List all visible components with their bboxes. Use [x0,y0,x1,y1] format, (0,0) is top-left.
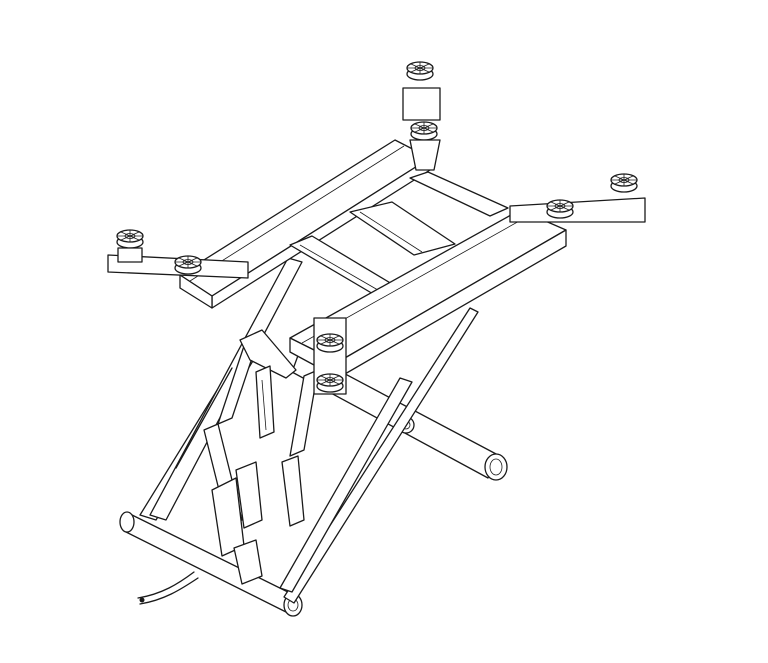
lift-pad-front-left-lower [316,373,344,393]
lift-arm-rear-right [402,61,441,171]
lift-arm-front-left [313,317,347,395]
lift-pad-front-right-inner [546,199,574,219]
cross-members [289,171,509,299]
lift-pad-front-right [610,173,638,193]
lift-pad-rear-right-inner [410,121,438,141]
lift-pad-front-left [316,333,344,353]
lift-pad-rear-left-inner [174,255,202,275]
lift-mechanism [137,461,263,605]
lift-arm-front-right [509,173,646,223]
lift-arm-rear-left [107,229,249,279]
lift-pad-rear-left [116,229,144,249]
lift-pad-rear-right [406,61,434,81]
